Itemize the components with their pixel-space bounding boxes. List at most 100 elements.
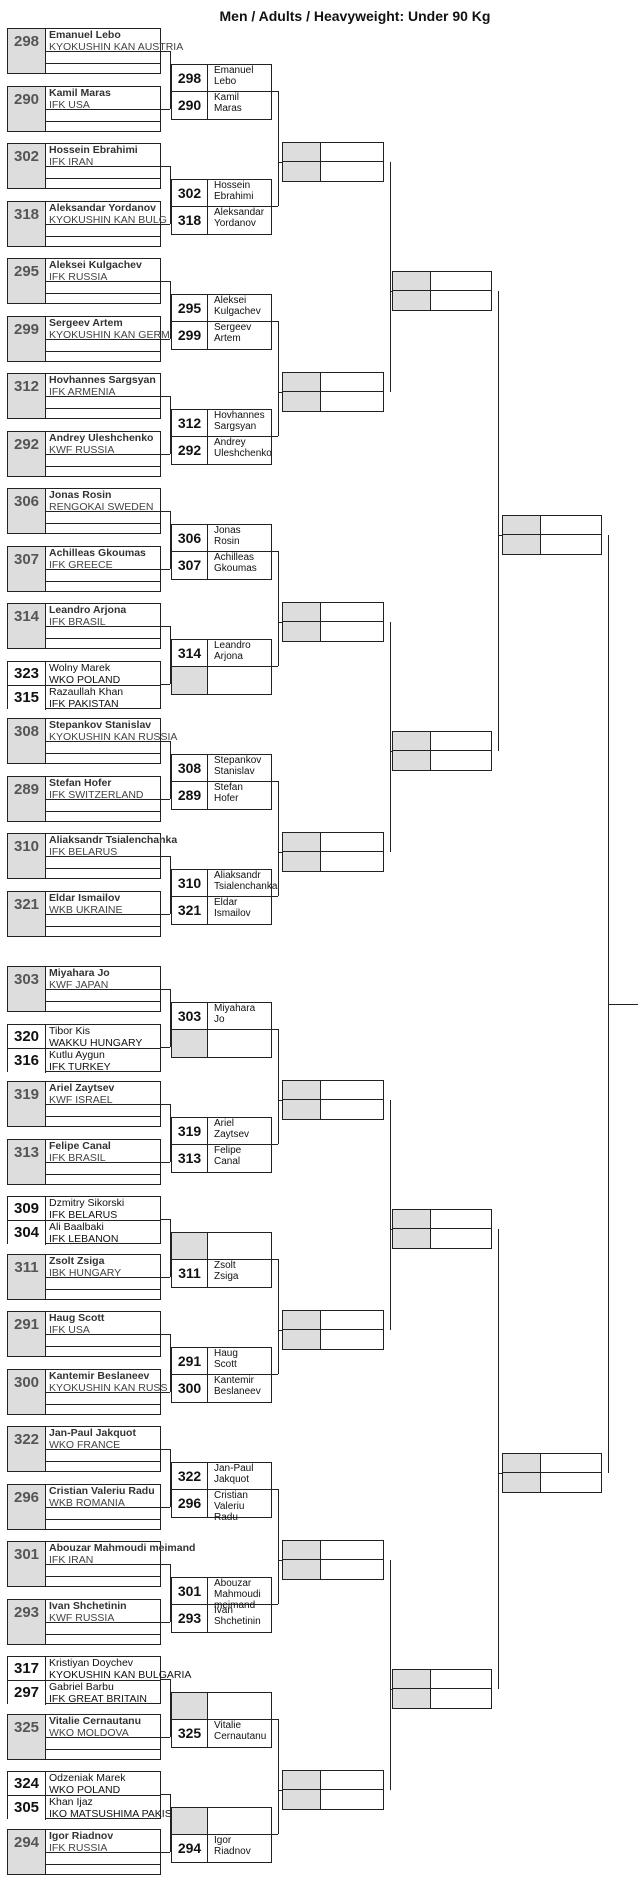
match-slot[interactable] (503, 1454, 601, 1474)
match-slot[interactable] (393, 751, 491, 771)
match-slot[interactable] (393, 1229, 491, 1249)
match-slot[interactable] (283, 373, 383, 393)
match-box[interactable] (392, 1669, 492, 1710)
match-box[interactable] (502, 515, 602, 556)
match-slot[interactable] (283, 143, 383, 163)
match-slot[interactable] (172, 1692, 271, 1720)
match-box[interactable] (502, 1453, 602, 1494)
match-box[interactable] (392, 731, 492, 772)
match-slot[interactable] (172, 666, 271, 694)
match-slot[interactable] (283, 833, 383, 853)
match-slot[interactable] (393, 1689, 491, 1709)
match-slot[interactable] (283, 852, 383, 872)
match-slot[interactable] (283, 162, 383, 182)
match-slot[interactable] (393, 291, 491, 311)
match-slot[interactable] (393, 1670, 491, 1690)
match-box[interactable] (282, 832, 384, 873)
match-slot[interactable] (393, 1210, 491, 1230)
match-slot[interactable] (283, 1790, 383, 1810)
match-slot[interactable] (283, 1311, 383, 1331)
match-slot[interactable] (172, 1232, 271, 1260)
match-box[interactable] (282, 372, 384, 413)
match-slot[interactable] (172, 1029, 271, 1057)
match-slot[interactable] (283, 1081, 383, 1101)
match-slot[interactable] (283, 603, 383, 623)
match-box[interactable] (282, 1540, 384, 1581)
match-slot[interactable] (283, 1560, 383, 1580)
match-slot[interactable] (172, 1807, 271, 1835)
match-slot[interactable] (283, 622, 383, 642)
match-slot[interactable] (283, 1330, 383, 1350)
match-box[interactable] (282, 1310, 384, 1351)
match-slot[interactable] (283, 1771, 383, 1791)
match-box[interactable] (392, 1209, 492, 1250)
match-slot[interactable] (503, 535, 601, 555)
match-slot[interactable] (393, 732, 491, 752)
match-box[interactable] (392, 271, 492, 312)
